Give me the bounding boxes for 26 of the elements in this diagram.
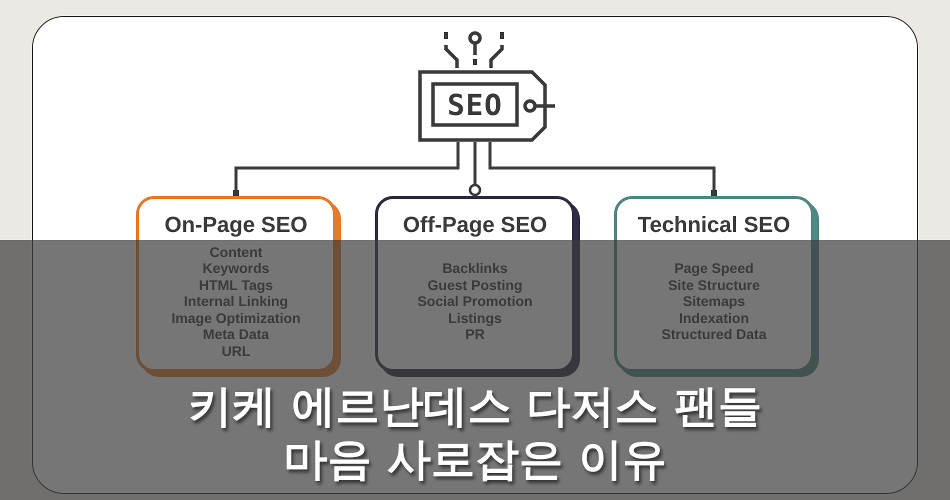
list-item: Keywords [202,260,270,277]
list-item: Backlinks [442,260,508,277]
list-item: Social Promotion [417,293,533,310]
card-heading: On-Page SEO [164,212,308,238]
list-item: Indexation [678,310,749,326]
list-item: HTML Tags [198,276,274,294]
tag-label: SEO [446,86,504,124]
list-item: URL [222,342,250,360]
list-item: Internal Linking [184,293,288,310]
connector-line [468,142,482,196]
list-item: Sitemaps [682,293,746,310]
list-item: Page Speed [674,260,754,277]
list-item: Image Optimization [171,310,301,326]
list-item: Structured Data [661,326,767,343]
card-heading: Technical SEO [638,212,790,238]
seo-tag [418,30,558,142]
banner-title: 키케 에르난데스 다저스 팬들 마음 사로잡은 이유 [187,380,763,486]
list-item: Site Structure [668,276,760,294]
list-item: Guest Posting [428,276,522,294]
connector-line [233,142,460,196]
list-item: Listings [448,310,502,326]
list-item: Meta Data [202,326,270,343]
list-item: Content [210,244,262,260]
list-item: PR [465,326,485,343]
connector-line [488,142,717,196]
card-heading: Off-Page SEO [402,212,548,238]
